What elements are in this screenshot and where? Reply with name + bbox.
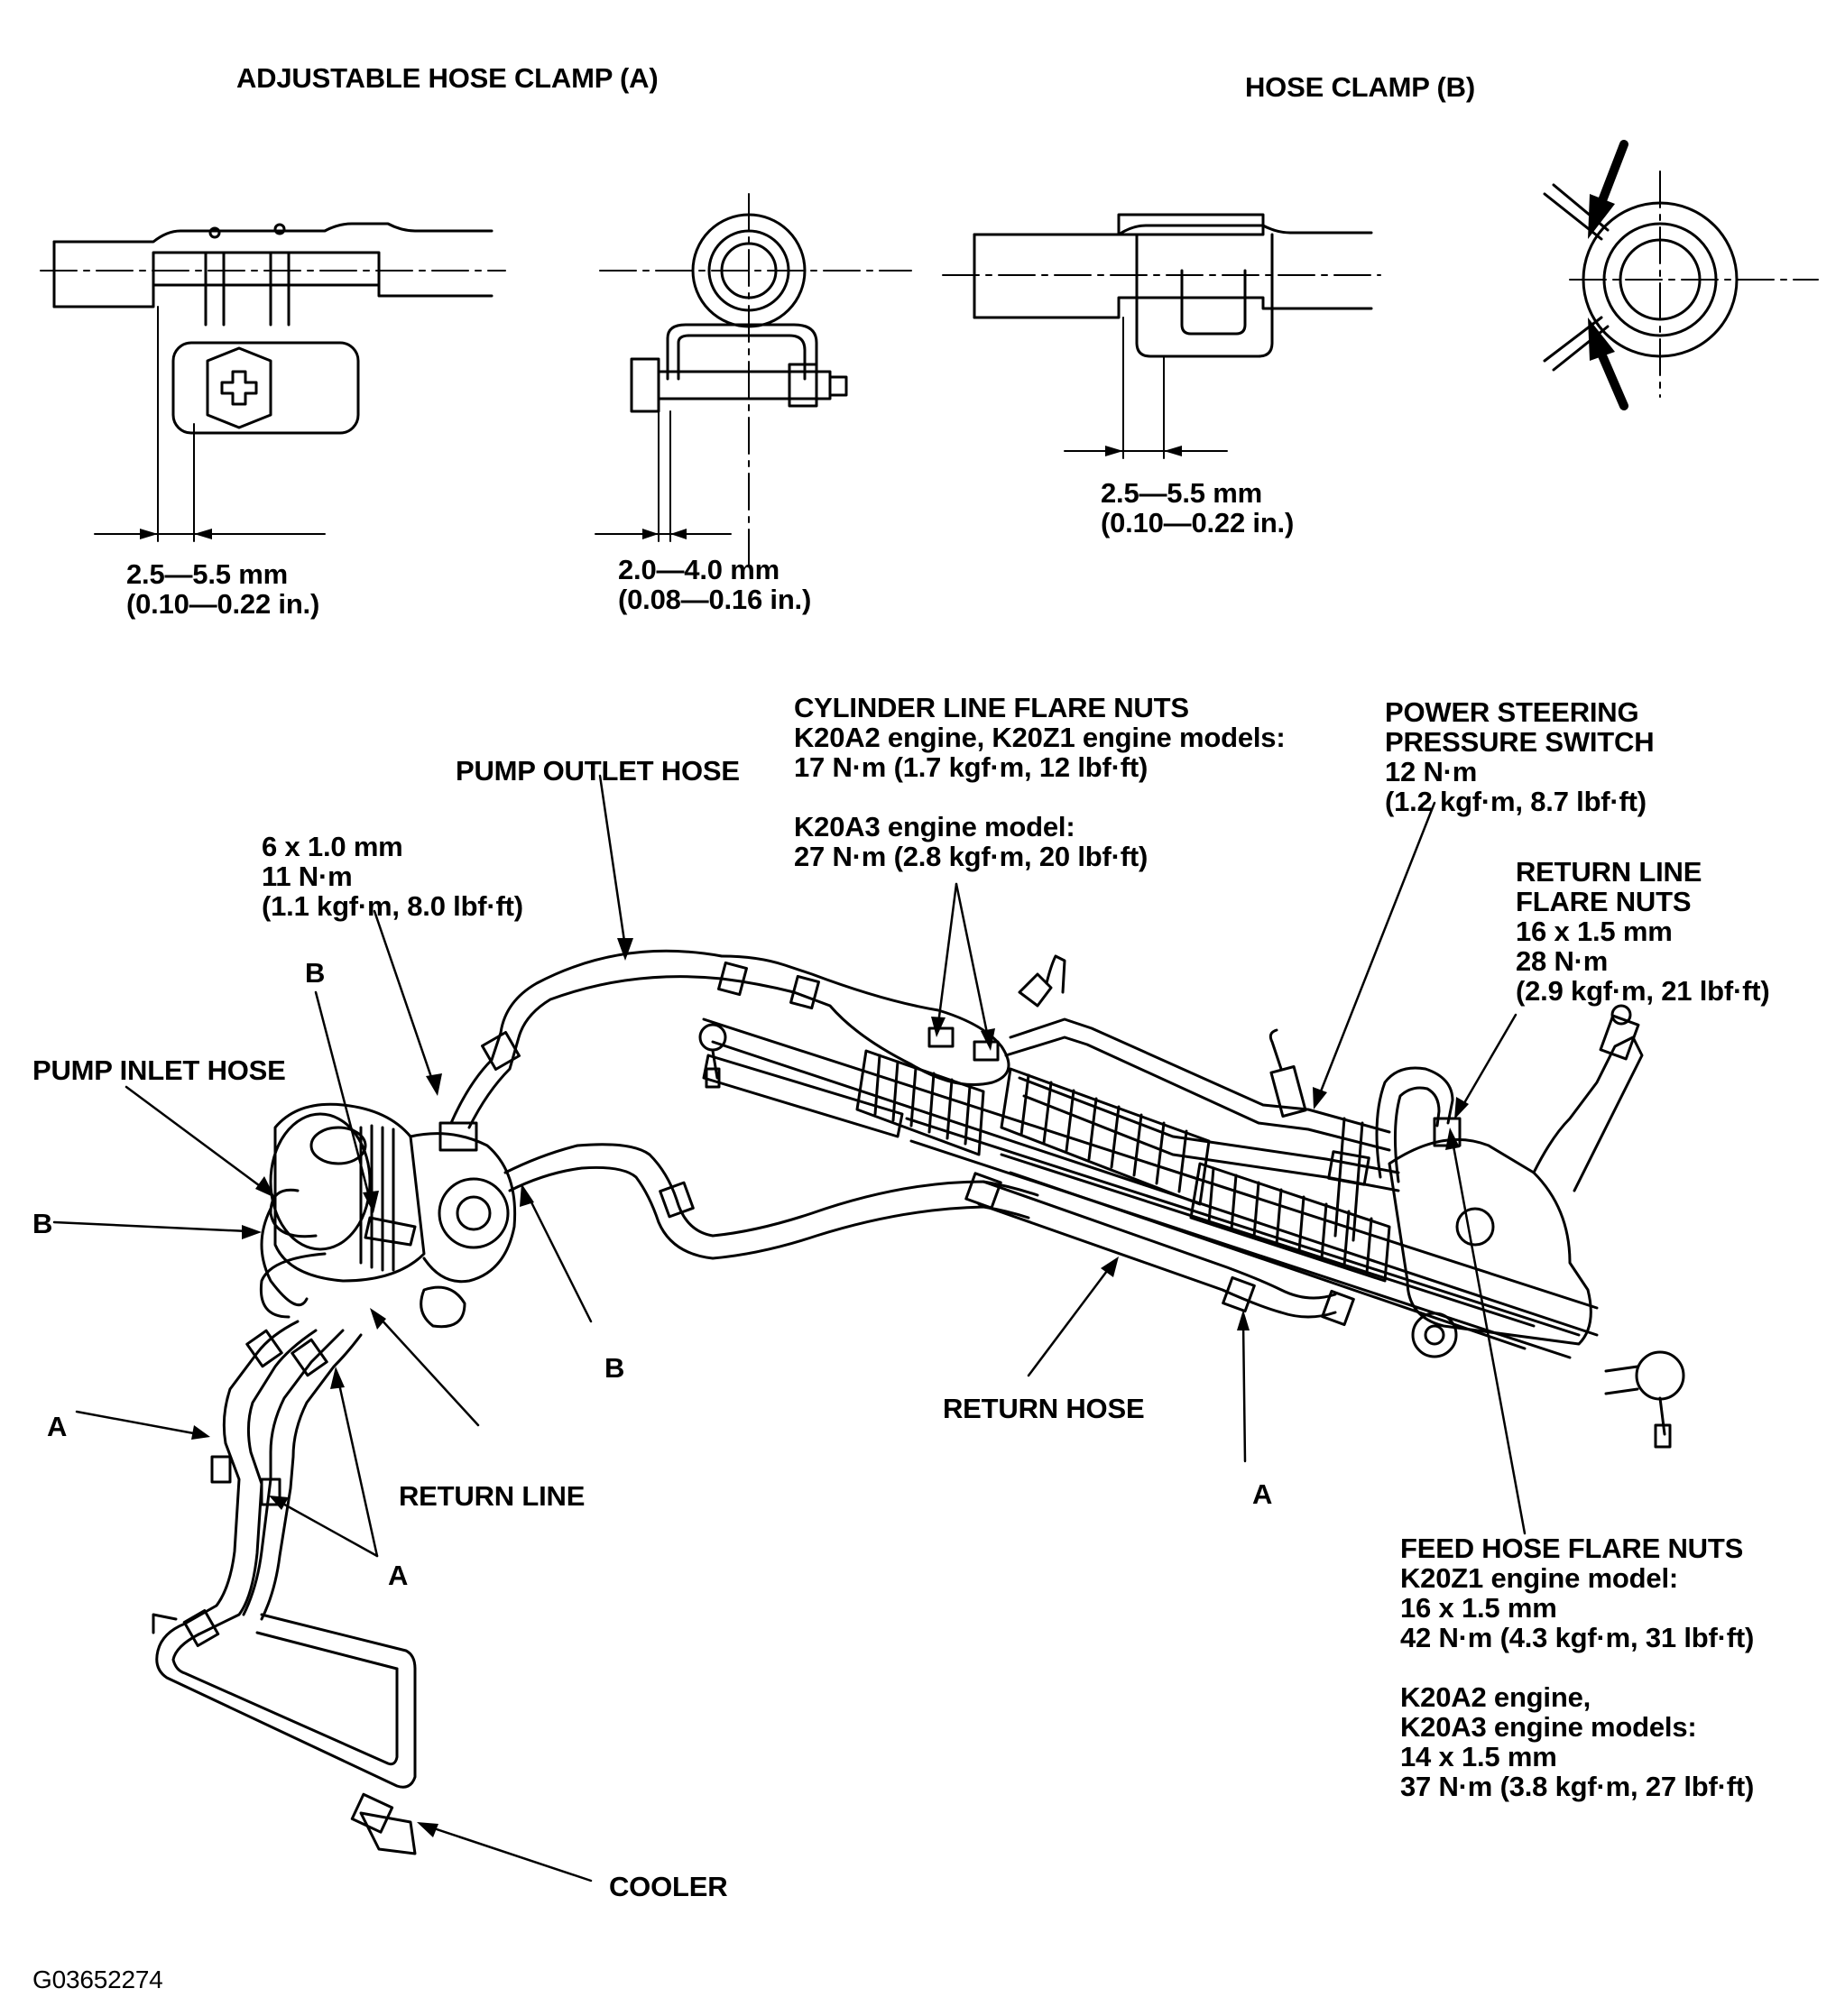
clamp-a-end-view bbox=[595, 193, 912, 574]
figure-code: G03652274 bbox=[32, 1965, 163, 1993]
steering-assembly bbox=[152, 949, 1685, 1855]
return-hose-label: RETURN HOSE bbox=[943, 1393, 1145, 1424]
callout-a-return-hose: A bbox=[1252, 1478, 1273, 1510]
pump-inlet-hose-label: PUMP INLET HOSE bbox=[32, 1054, 286, 1086]
pump-bolt-torque-label: 6 x 1.0 mm 11 N·m (1.1 kgf·m, 8.0 lbf·ft… bbox=[262, 831, 523, 922]
callout-b-left: B bbox=[32, 1208, 53, 1239]
pump-outlet-hose-label: PUMP OUTLET HOSE bbox=[456, 755, 740, 787]
clamp-a-side-view bbox=[40, 222, 506, 542]
power-steering-pressure-switch-label: POWER STEERING PRESSURE SWITCH 12 N·m (1… bbox=[1385, 696, 1655, 817]
return-line-label: RETURN LINE bbox=[399, 1480, 586, 1512]
callout-leaders bbox=[52, 774, 1527, 1883]
callout-b-right: B bbox=[604, 1352, 625, 1384]
clamp-a-dimension-2: 2.0—4.0 mm (0.08—0.16 in.) bbox=[618, 554, 812, 615]
feed-hose-flare-nuts-label: FEED HOSE FLARE NUTS K20Z1 engine model:… bbox=[1400, 1533, 1755, 1802]
clamp-a-title: ADJUSTABLE HOSE CLAMP (A) bbox=[236, 62, 659, 94]
clamp-b-side-view bbox=[942, 213, 1381, 459]
clamp-a-dimension-1: 2.5—5.5 mm (0.10—0.22 in.) bbox=[126, 558, 320, 620]
clamp-b-title: HOSE CLAMP (B) bbox=[1245, 71, 1475, 103]
clamp-b-end-view bbox=[1543, 140, 1819, 410]
cylinder-line-flare-nuts-label: CYLINDER LINE FLARE NUTS K20A2 engine, K… bbox=[794, 692, 1286, 872]
callout-a-left: A bbox=[47, 1411, 68, 1442]
callout-a-bottom: A bbox=[388, 1560, 409, 1591]
return-line-flare-nuts-label: RETURN LINE FLARE NUTS 16 x 1.5 mm 28 N·… bbox=[1516, 856, 1770, 1007]
cooler-label: COOLER bbox=[609, 1871, 728, 1902]
callout-b-top: B bbox=[305, 957, 326, 989]
clamp-b-dimension: 2.5—5.5 mm (0.10—0.22 in.) bbox=[1101, 477, 1295, 539]
